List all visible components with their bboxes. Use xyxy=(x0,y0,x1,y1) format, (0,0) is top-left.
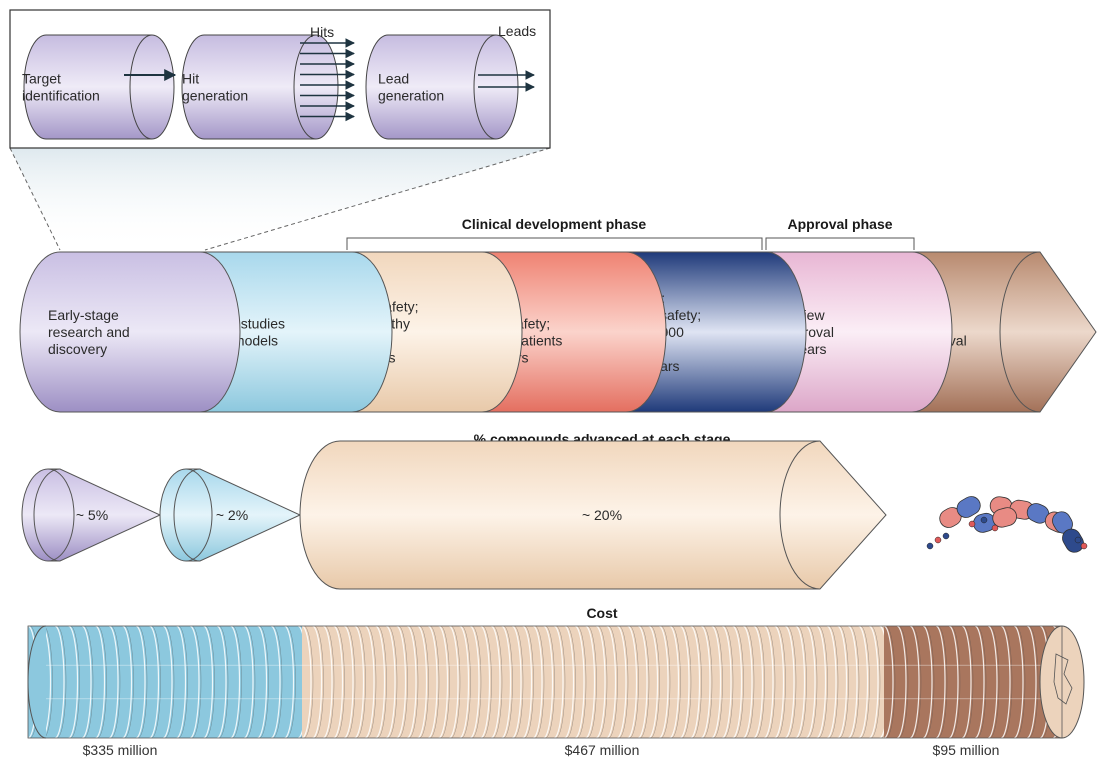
advance-label: ~ 20% xyxy=(582,507,622,523)
zoom-connector xyxy=(10,148,550,250)
pill-bead-icon xyxy=(934,536,942,544)
pill-bead-icon xyxy=(926,542,934,550)
cost-title: Cost xyxy=(586,605,617,621)
cost-label: $335 million xyxy=(83,742,158,758)
capsule-icon xyxy=(939,496,981,528)
advance-item-3: ~ 20% xyxy=(299,440,887,590)
coin-stack-detail xyxy=(1053,653,1073,705)
pill-bead-icon xyxy=(1074,536,1082,544)
advance-item-2: ~ 2% xyxy=(159,468,302,562)
advance-item-1: ~ 5% xyxy=(21,468,162,562)
cost-label: $467 million xyxy=(565,742,640,758)
phase-brackets xyxy=(346,237,915,250)
pill-bead-icon xyxy=(968,520,976,528)
pill-bead-icon xyxy=(991,524,999,532)
pill-bead-icon xyxy=(980,516,988,524)
capsule-icon xyxy=(1052,511,1084,553)
cost-outline xyxy=(27,625,1063,739)
hits-label: Hits xyxy=(310,24,334,40)
advance-label: ~ 2% xyxy=(216,507,248,523)
approval-phase-header: Approval phase xyxy=(787,216,892,232)
leads-label: Leads xyxy=(498,23,536,39)
advance-label: ~ 5% xyxy=(76,507,108,523)
pill-bead-icon xyxy=(942,532,950,540)
cost-label: $95 million xyxy=(933,742,1000,758)
cost-segment-1: $335 million xyxy=(27,625,310,758)
cost-segment-3: $95 million xyxy=(883,625,1065,758)
clinical-phase-header: Clinical development phase xyxy=(462,216,647,232)
capsules-illustration xyxy=(926,496,1088,553)
pill-bead-icon xyxy=(1080,542,1088,550)
